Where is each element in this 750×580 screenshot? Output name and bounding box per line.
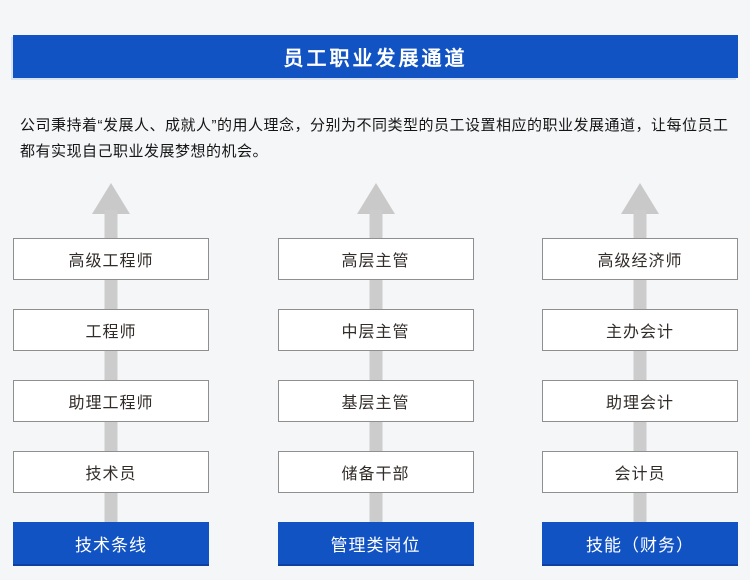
intro-paragraph: 公司秉持着“发展人、成就人”的用人理念，分别为不同类型的员工设置相应的职业发展通… (20, 117, 729, 160)
career-track-technical: 高级工程师 工程师 助理工程师 技术员 技术条线 (13, 183, 209, 564)
arrow-shaft (104, 210, 118, 525)
level-box: 中层主管 (277, 309, 474, 351)
up-arrow-icon (92, 183, 130, 214)
level-box: 储备干部 (277, 451, 474, 493)
level-box: 主办会计 (542, 309, 738, 351)
level-box: 助理会计 (542, 380, 738, 422)
level-box: 工程师 (13, 309, 209, 351)
track-name-label: 技术条线 (13, 522, 209, 564)
level-box: 技术员 (13, 451, 209, 493)
career-tracks: 高级工程师 工程师 助理工程师 技术员 技术条线 高层主管 中层主管 基层主管 … (13, 183, 738, 564)
career-track-finance-skill: 高级经济师 主办会计 助理会计 会计员 技能（财务） (542, 183, 738, 564)
level-box: 高层主管 (277, 238, 474, 280)
page-title-banner: 员工职业发展通道 (13, 35, 738, 78)
level-box: 助理工程师 (13, 380, 209, 422)
level-box: 高级工程师 (13, 238, 209, 280)
level-box: 基层主管 (277, 380, 474, 422)
career-track-management: 高层主管 中层主管 基层主管 储备干部 管理类岗位 (277, 183, 474, 564)
arrow-shaft (369, 210, 382, 525)
arrow-shaft (633, 210, 647, 525)
track-name-label: 技能（财务） (542, 522, 738, 564)
up-arrow-icon (621, 183, 659, 214)
level-box: 高级经济师 (542, 238, 738, 280)
up-arrow-icon (356, 183, 395, 214)
track-name-label: 管理类岗位 (277, 522, 474, 564)
level-box: 会计员 (542, 451, 738, 493)
page-title: 员工职业发展通道 (283, 48, 468, 70)
